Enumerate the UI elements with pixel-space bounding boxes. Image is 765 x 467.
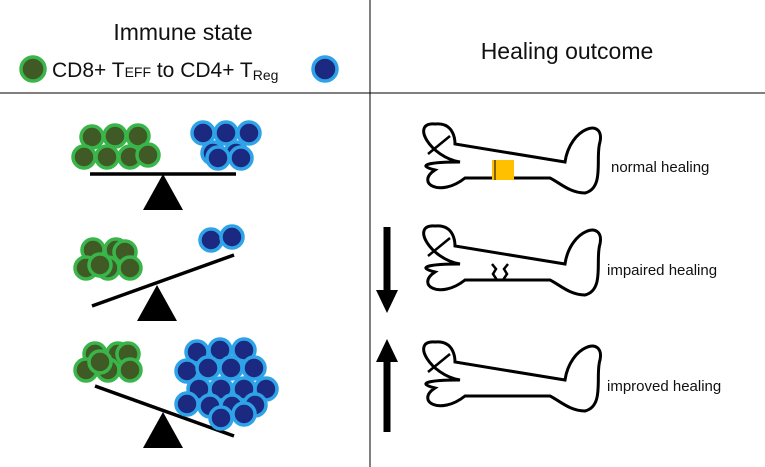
femur-outline — [422, 224, 602, 297]
balance-scale-2 — [73, 224, 245, 321]
fracture-callus — [492, 160, 514, 180]
fracture-line-right — [501, 263, 509, 281]
treg-cell-cluster — [174, 337, 279, 431]
fracture-line-left — [491, 263, 499, 281]
fulcrum — [143, 412, 183, 448]
treg-cell — [241, 355, 267, 381]
treg-cell-cluster — [190, 120, 262, 171]
outcome-label-impaired: impaired healing — [607, 262, 717, 279]
legend-row: CD8+ TEFF to CD4+ TReg — [19, 55, 339, 83]
treg-cell-cluster — [198, 224, 245, 253]
bone-illustrations — [422, 122, 602, 413]
up-arrow-icon — [376, 339, 398, 432]
femur-outline — [422, 340, 602, 413]
treg-cell — [195, 355, 221, 381]
immune-state-subtitle: CD8+ TEFF to CD4+ TReg — [52, 59, 278, 83]
cd8-cell — [94, 144, 120, 170]
femur-head-line — [427, 135, 451, 155]
bone-3 — [422, 340, 602, 413]
outcome-label-improved: improved healing — [607, 378, 721, 395]
fulcrum — [137, 285, 177, 321]
balance-beam — [91, 253, 235, 308]
treg-cell — [236, 120, 262, 146]
treg-subscript: Reg — [253, 67, 279, 83]
femur-outline — [422, 122, 602, 195]
outcome-label-normal: normal healing — [611, 159, 709, 176]
fulcrum — [143, 174, 183, 210]
bone-2 — [422, 224, 602, 297]
treg-cell — [208, 405, 234, 431]
treg-cell — [207, 337, 233, 363]
cd8-cell — [71, 144, 97, 170]
cd8-legend-icon — [19, 55, 47, 83]
healing-outcome-title: Healing outcome — [481, 38, 654, 64]
cd8-cell — [87, 252, 113, 278]
cd8-cell — [117, 357, 143, 383]
cd8-label: CD8+ T — [52, 59, 125, 82]
cd8-cell — [135, 142, 161, 168]
balance-scale-3 — [73, 337, 279, 448]
treg-cell — [205, 145, 231, 171]
cd8-cell-cluster — [73, 237, 143, 281]
down-arrow-icon — [376, 227, 398, 313]
femur-head-line — [427, 237, 451, 257]
treg-cell — [231, 401, 257, 427]
cd8-cell-cluster — [73, 341, 143, 383]
treg-legend-icon — [311, 55, 339, 83]
treg-cell — [198, 227, 224, 253]
cd8-cell-cluster — [71, 123, 161, 170]
treg-cell — [219, 224, 245, 250]
cd8-cell — [117, 255, 143, 281]
treg-cell — [228, 145, 254, 171]
cd8-cell — [87, 349, 113, 375]
balance-scales — [71, 120, 279, 448]
immune-state-title: Immune state — [113, 19, 252, 45]
cd4-label: to CD4+ T — [151, 59, 253, 82]
treg-cell — [174, 391, 200, 417]
cd8-cell — [125, 123, 151, 149]
balance-beam — [94, 384, 235, 438]
femur-head-line — [427, 353, 451, 373]
balance-scale-1 — [71, 120, 262, 210]
cd8-cell — [102, 123, 128, 149]
treg-cell — [218, 355, 244, 381]
teff-subscript: EFF — [125, 64, 151, 80]
bone-1 — [422, 122, 602, 195]
